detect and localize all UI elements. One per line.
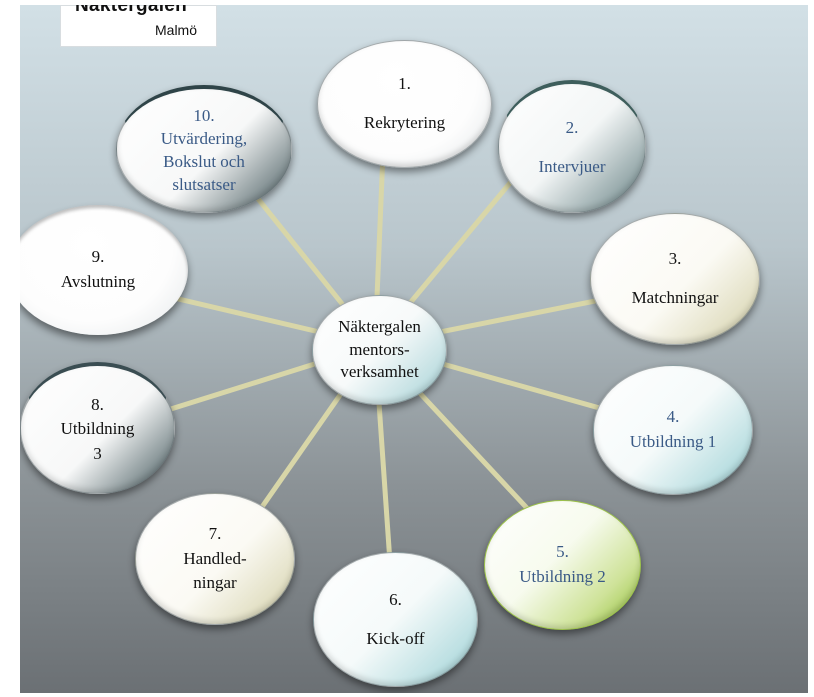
node-rekrytering: 1. Rekrytering xyxy=(317,40,492,168)
node-number: 10. xyxy=(193,105,215,125)
node-label: Utbildning 2 xyxy=(519,567,606,586)
node-label: Handled- ningar xyxy=(183,548,247,593)
node-handledningar: 7. Handled- ningar xyxy=(135,493,295,625)
node-label: Matchningar xyxy=(631,288,719,307)
node-label: Intervjuer xyxy=(538,157,606,176)
node-number: 6. xyxy=(389,589,402,609)
node-label: Utbildning 1 xyxy=(629,432,717,451)
node-label: Kick-off xyxy=(366,628,425,648)
logo-name: Näktergalen xyxy=(75,5,188,16)
node-label: Utvärdering, Bokslut och slutsatser xyxy=(160,129,248,195)
logo-city: Malmö xyxy=(155,22,198,38)
node-number: 4. xyxy=(666,407,680,427)
node-number: 7. xyxy=(208,524,222,544)
node-number: 9. xyxy=(91,247,105,267)
diagram-canvas: Näktergalen Malmö 1. Rekrytering 2. Inte… xyxy=(20,5,808,693)
node-utbildning-1: 4. Utbildning 1 xyxy=(593,365,753,495)
node-avslutning: 9. Avslutning xyxy=(20,205,188,335)
center-line-3: verksamhet xyxy=(340,362,419,382)
node-intervjuer: 2. Intervjuer xyxy=(498,80,646,213)
node-utbildning-2: 5. Utbildning 2 xyxy=(484,500,641,630)
node-utbildning-3: 8. Utbildning 3 xyxy=(20,362,175,494)
node-number: 5. xyxy=(556,542,569,562)
node-number: 1. xyxy=(398,74,411,94)
node-number: 8. xyxy=(91,394,104,414)
node-number: 3. xyxy=(668,249,682,269)
node-number: 2. xyxy=(565,118,579,138)
center-line-2: mentors- xyxy=(349,339,410,359)
naktergalen-logo: Näktergalen Malmö xyxy=(60,5,217,47)
node-label: Avslutning xyxy=(60,272,136,291)
node-kick-off: 6. Kick-off xyxy=(313,552,478,687)
node-matchningar: 3. Matchningar xyxy=(590,213,760,345)
node-label: Rekrytering xyxy=(363,113,446,132)
center-node: Näktergalen mentors- verksamhet xyxy=(312,295,447,405)
node-label: Utbildning 3 xyxy=(60,419,135,463)
node-utvardering: 10. Utvärdering, Bokslut och slutsatser xyxy=(116,85,292,213)
center-line-1: Näktergalen xyxy=(338,316,421,336)
